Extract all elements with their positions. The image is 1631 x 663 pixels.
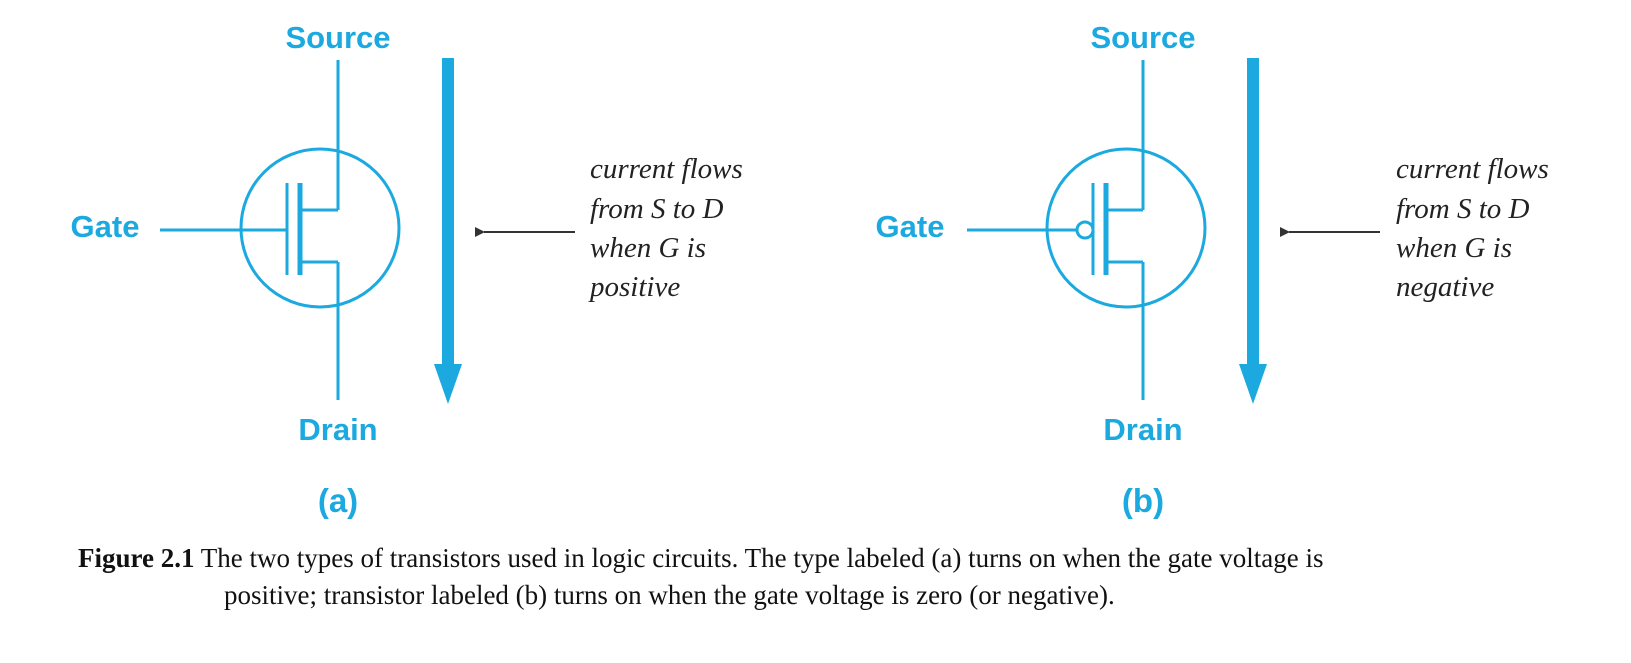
drain-label-a: Drain <box>298 412 377 447</box>
note-b-line-2: from S to D <box>1396 193 1530 225</box>
note-b-line-3: when G is <box>1396 232 1512 264</box>
panel-a: Source Gate Drain (a) current flows from… <box>71 20 743 519</box>
note-b: current flows from S to D when G is nega… <box>1396 153 1549 303</box>
note-a-line-4: positive <box>588 271 680 303</box>
inversion-bubble-icon <box>1075 220 1095 240</box>
source-label-a: Source <box>285 20 390 55</box>
gate-label-a: Gate <box>71 209 140 244</box>
note-b-line-4: negative <box>1396 271 1494 303</box>
transistor-circle-b <box>1045 147 1207 309</box>
panel-b: Source Gate Drain (b) current flows from… <box>876 20 1549 519</box>
note-a-line-3: when G is <box>590 232 706 264</box>
note-a-line-2: from S to D <box>590 193 724 225</box>
n-transistor-symbol <box>160 60 401 400</box>
p-transistor-symbol <box>967 60 1207 400</box>
figure-number: Figure 2.1 <box>78 543 195 573</box>
transistor-diagram: Source Gate Drain (a) current flows from… <box>71 20 1549 519</box>
figure-caption: Figure 2.1 The two types of transistors … <box>78 540 1558 614</box>
current-arrow-a <box>434 58 462 404</box>
gate-label-b: Gate <box>876 209 945 244</box>
panel-label-a: (a) <box>318 482 358 519</box>
transistor-circle-a <box>239 147 401 309</box>
panel-label-b: (b) <box>1122 482 1164 519</box>
drain-label-b: Drain <box>1103 412 1182 447</box>
note-b-line-1: current flows <box>1396 153 1549 185</box>
note-a-line-1: current flows <box>590 153 743 185</box>
caption-line-2: positive; transistor labeled (b) turns o… <box>224 580 1115 610</box>
note-a: current flows from S to D when G is posi… <box>588 153 743 303</box>
caption-line-1: The two types of transistors used in log… <box>200 543 1324 573</box>
current-arrow-b <box>1239 58 1267 404</box>
source-label-b: Source <box>1090 20 1195 55</box>
